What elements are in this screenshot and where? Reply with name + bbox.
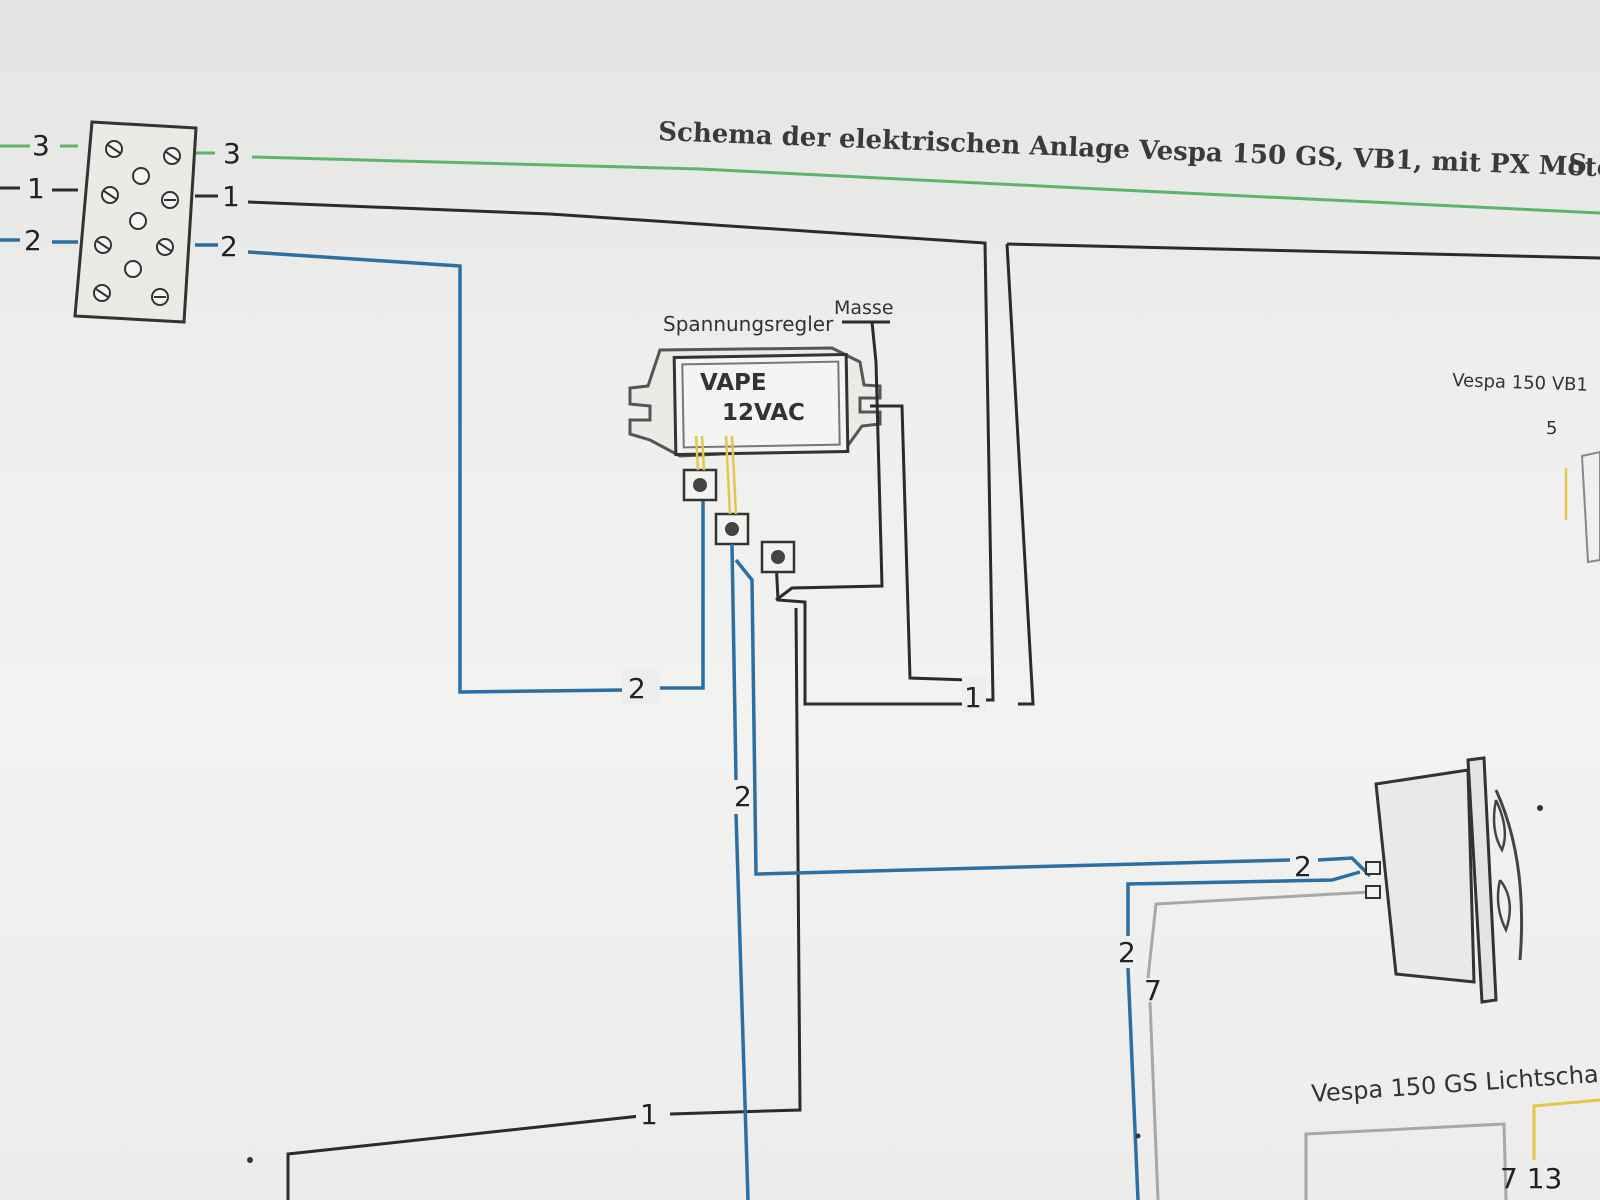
green-wire-3 <box>0 144 1600 215</box>
wire-number-blue-2b: 2 <box>734 780 752 813</box>
connector-left-label-3: 3 <box>32 129 50 162</box>
connector-left-label-1: 1 <box>27 172 45 205</box>
ground-wire <box>286 320 969 1200</box>
connector-left-label-2: 2 <box>24 224 42 257</box>
regulator-terminal-2 <box>714 512 750 546</box>
blue-wire-2-down <box>730 543 1372 1200</box>
vb1-side-label: Vespa 150 VB1 <box>1452 370 1588 396</box>
regulator-caption: Spannungsregler <box>663 312 834 336</box>
connector-right-label-1: 1 <box>222 180 240 213</box>
black-wire-1-top <box>0 186 1600 706</box>
regulator-terminal-1 <box>682 468 718 502</box>
wire-number-black-1b: 1 <box>640 1098 658 1131</box>
paper-speck <box>247 1157 253 1163</box>
connector-block <box>73 120 198 324</box>
grey-wire-7 <box>1146 890 1371 1200</box>
regulator-brand: VAPE <box>700 370 767 396</box>
wire-number-blue-2d: 2 <box>1118 936 1136 969</box>
wire-number-black-1a: 1 <box>964 681 982 714</box>
vb1-wire-number-5: 5 <box>1546 418 1557 439</box>
wire-number-blue-2c: 2 <box>1294 850 1312 883</box>
regulator-rating: 12VAC <box>722 400 805 426</box>
wire-number-grey-7: 7 <box>1144 974 1162 1007</box>
light-switch-numbers: 7 13 <box>1500 1162 1562 1195</box>
regulator-terminal-3 <box>760 540 796 574</box>
connector-right-label-3: 3 <box>223 137 241 170</box>
headlamp-component <box>1365 756 1543 1004</box>
wire-number-blue-2a: 2 <box>628 672 646 705</box>
paper-speck <box>1135 1133 1141 1139</box>
light-switch-box <box>1304 1122 1508 1200</box>
ground-label: Masse <box>834 297 894 319</box>
diagram-title-cut: S <box>1568 149 1588 180</box>
light-switch-label: Vespa 150 GS Lichtschalter/ <box>1310 1057 1600 1108</box>
yellow-wire-switch <box>1532 1098 1600 1160</box>
voltage-regulator <box>628 346 882 458</box>
connector-right-label-2: 2 <box>220 230 238 263</box>
blue-wire-2-top <box>0 238 705 694</box>
yellow-wires <box>694 435 738 515</box>
vb1-partial-component <box>1580 450 1600 564</box>
